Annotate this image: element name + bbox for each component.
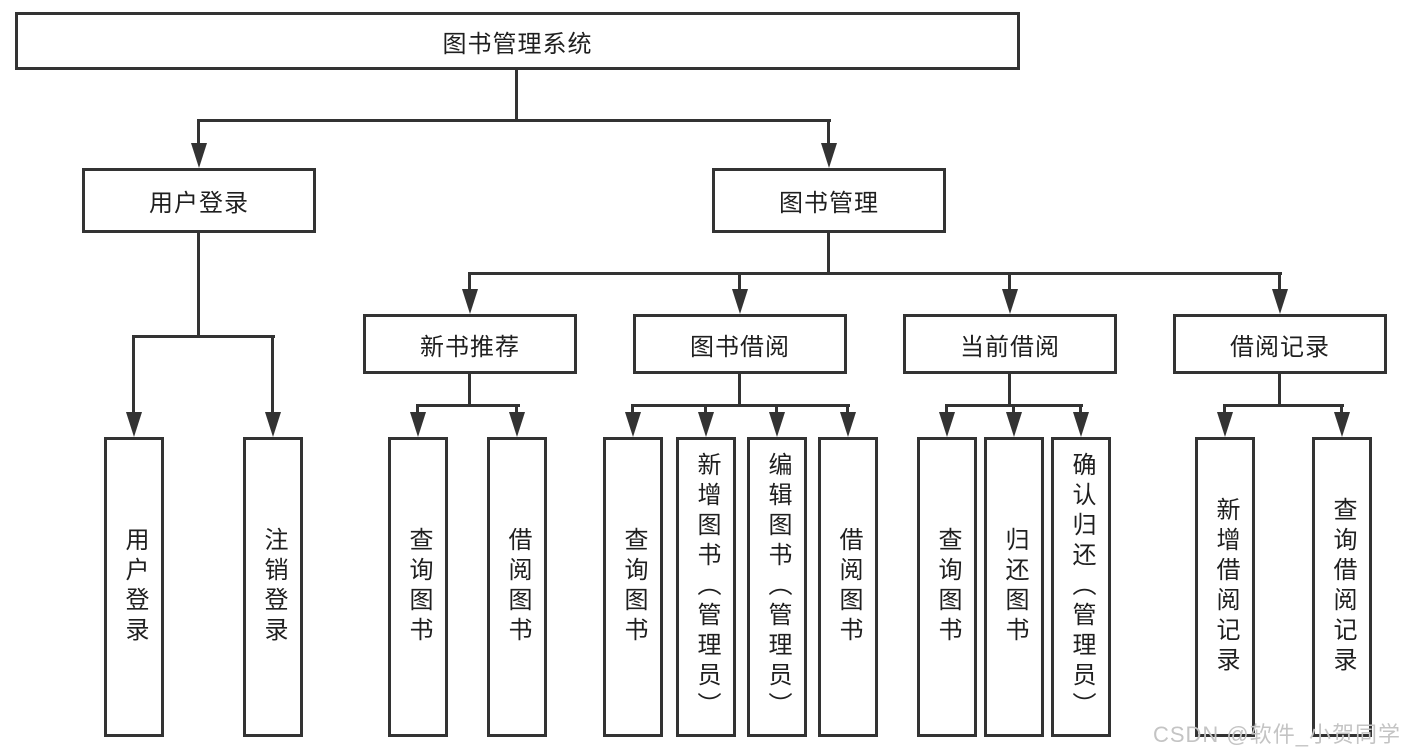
- connector-line: [827, 233, 830, 274]
- node-label: 借阅图书: [835, 527, 862, 647]
- connector-line: [197, 119, 200, 145]
- connector-line: [1278, 272, 1281, 290]
- node-label: 编辑图书（管理员）: [764, 452, 791, 722]
- arrow-down-icon: [1006, 412, 1022, 437]
- connector-line: [416, 404, 520, 407]
- leaf-query-borrow-record: 查询借阅记录: [1312, 437, 1372, 737]
- node-label: 查询图书: [620, 527, 647, 647]
- node-label: 用户登录: [121, 527, 148, 647]
- arrow-down-icon: [732, 289, 748, 314]
- node-book-management-branch: 图书管理: [712, 168, 946, 233]
- node-label: 借阅记录: [1230, 333, 1330, 361]
- connector-line: [468, 272, 471, 290]
- connector-line: [1278, 374, 1281, 407]
- arrow-down-icon: [821, 143, 837, 168]
- arrow-down-icon: [1272, 289, 1288, 314]
- node-label: 当前借阅: [960, 333, 1060, 361]
- node-label: 新书推荐: [420, 333, 520, 361]
- leaf-add-books-admin: 新增图书（管理员）: [676, 437, 736, 737]
- connector-line: [704, 404, 707, 414]
- node-label: 查询借阅记录: [1329, 497, 1356, 677]
- connector-line: [775, 404, 778, 414]
- arrow-down-icon: [191, 143, 207, 168]
- leaf-add-borrow-record: 新增借阅记录: [1195, 437, 1255, 737]
- connector-line: [1079, 404, 1082, 414]
- connector-line: [132, 335, 275, 338]
- node-book-management-system: 图书管理系统: [15, 12, 1020, 70]
- node-label: 新增图书（管理员）: [693, 452, 720, 722]
- connector-line: [515, 404, 518, 414]
- connector-line: [738, 374, 741, 407]
- csdn-watermark: CSDN @软件_小贺同学: [1152, 722, 1401, 747]
- node-new-book-recommendation: 新书推荐: [363, 314, 577, 374]
- connector-line: [631, 404, 634, 414]
- node-label: 图书管理: [779, 190, 879, 217]
- node-label: 图书借阅: [690, 333, 790, 361]
- leaf-borrow-books-recommendation: 借阅图书: [487, 437, 547, 737]
- connector-line: [631, 404, 850, 407]
- node-label: 新增借阅记录: [1212, 497, 1239, 677]
- connector-line: [846, 404, 849, 414]
- node-label: 用户登录: [149, 190, 249, 217]
- node-book-borrowing: 图书借阅: [633, 314, 847, 374]
- connector-line: [197, 233, 200, 337]
- leaf-user-login: 用户登录: [104, 437, 164, 737]
- leaf-query-books-current: 查询图书: [917, 437, 977, 737]
- connector-line: [515, 70, 518, 120]
- connector-line: [1340, 404, 1343, 414]
- connector-line: [1008, 374, 1011, 407]
- node-label: 归还图书: [1001, 527, 1028, 647]
- arrow-down-icon: [126, 412, 142, 437]
- connector-line: [468, 374, 471, 407]
- node-label: 查询图书: [934, 527, 961, 647]
- arrow-down-icon: [410, 412, 426, 437]
- leaf-edit-books-admin: 编辑图书（管理员）: [747, 437, 807, 737]
- connector-line: [738, 272, 741, 290]
- connector-line: [1008, 272, 1011, 290]
- node-label: 图书管理系统: [442, 30, 593, 58]
- arrow-down-icon: [265, 412, 281, 437]
- leaf-query-books-borrowing: 查询图书: [603, 437, 663, 737]
- arrow-down-icon: [1073, 412, 1089, 437]
- node-user-login-branch: 用户登录: [82, 168, 316, 233]
- node-label: 确认归还（管理员）: [1068, 452, 1095, 722]
- arrow-down-icon: [625, 412, 641, 437]
- arrow-down-icon: [1217, 412, 1233, 437]
- connector-line: [945, 404, 948, 414]
- connector-line: [468, 272, 1282, 275]
- connector-line: [132, 335, 135, 413]
- leaf-return-books: 归还图书: [984, 437, 1044, 737]
- connector-line: [416, 404, 419, 414]
- connector-line: [1012, 404, 1015, 414]
- connector-line: [271, 335, 274, 413]
- connector-line: [1223, 404, 1226, 414]
- node-borrowing-records: 借阅记录: [1173, 314, 1387, 374]
- arrow-down-icon: [698, 412, 714, 437]
- leaf-confirm-return-admin: 确认归还（管理员）: [1051, 437, 1111, 737]
- node-label: 注销登录: [260, 527, 287, 647]
- node-current-borrowing: 当前借阅: [903, 314, 1117, 374]
- connector-line: [197, 119, 831, 122]
- arrow-down-icon: [462, 289, 478, 314]
- leaf-borrow-books-borrowing: 借阅图书: [818, 437, 878, 737]
- leaf-query-books-recommendation: 查询图书: [388, 437, 448, 737]
- node-label: 查询图书: [405, 527, 432, 647]
- arrow-down-icon: [1002, 289, 1018, 314]
- arrow-down-icon: [769, 412, 785, 437]
- arrow-down-icon: [509, 412, 525, 437]
- arrow-down-icon: [939, 412, 955, 437]
- connector-line: [827, 119, 830, 145]
- node-label: 借阅图书: [504, 527, 531, 647]
- leaf-logout: 注销登录: [243, 437, 303, 737]
- arrow-down-icon: [1334, 412, 1350, 437]
- connector-line: [1223, 404, 1344, 407]
- arrow-down-icon: [840, 412, 856, 437]
